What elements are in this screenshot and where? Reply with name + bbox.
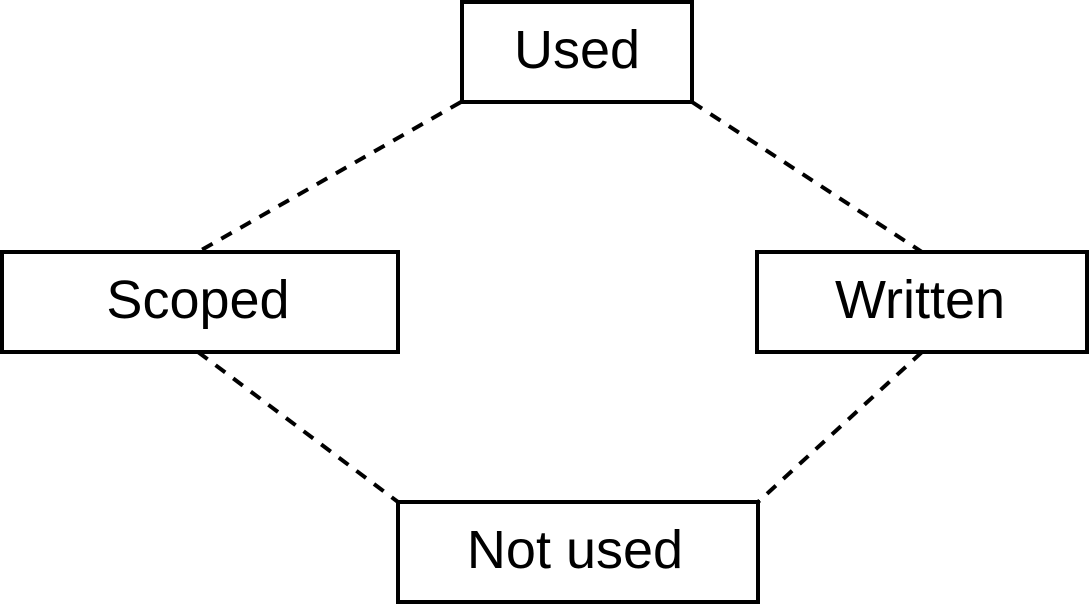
- node-not-used: Not used: [396, 500, 760, 604]
- node-scoped: Scoped: [0, 250, 400, 354]
- node-used: Used: [460, 0, 694, 104]
- edge-written-not-used: [756, 350, 924, 504]
- edge-used-written: [690, 100, 924, 254]
- edge-used-scoped: [197, 100, 462, 254]
- node-not-used-label: Not used: [467, 520, 683, 580]
- node-used-box: [460, 0, 694, 104]
- node-scoped-label: Scoped: [106, 270, 289, 330]
- node-written-label: Written: [835, 270, 1005, 330]
- node-scoped-box: [0, 250, 400, 354]
- node-not-used-box: [396, 500, 760, 604]
- node-written: Written: [755, 250, 1089, 354]
- edge-scoped-not-used: [196, 350, 400, 504]
- node-written-box: [755, 250, 1089, 354]
- node-used-label: Used: [514, 20, 640, 80]
